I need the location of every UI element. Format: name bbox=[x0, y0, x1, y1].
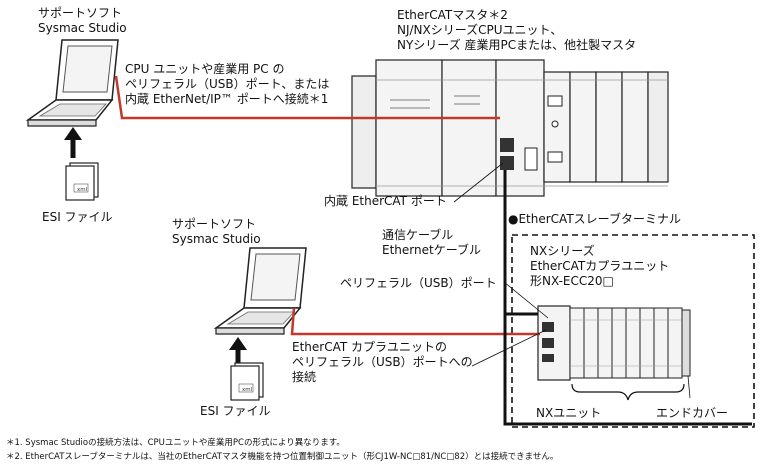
esi-file-icon-top bbox=[65, 162, 99, 201]
footnote-1: ＊1. Sysmac Studioの接続方法は、CPUユニットや産業用PCの形式… bbox=[6, 438, 345, 448]
pc-top-note-line3: 内蔵 EtherNet/IP™ ポートへ接続＊1 bbox=[125, 92, 329, 106]
pc-top-label: サポートソフト Sysmac Studio bbox=[38, 6, 127, 36]
coupler-note-line3: 接続 bbox=[292, 370, 317, 384]
pc-top-line2: Sysmac Studio bbox=[38, 21, 127, 35]
cable-label: 通信ケーブル Ethernetケーブル bbox=[382, 228, 481, 258]
coupler-line3: 形NX-ECC20□ bbox=[530, 274, 614, 288]
laptop-top bbox=[25, 39, 119, 127]
ethercat-cable-extension bbox=[503, 314, 752, 426]
slave-terminal-title: ●EtherCATスレーブターミナル bbox=[508, 212, 681, 226]
master-line1: EtherCATマスタ＊2 bbox=[397, 8, 508, 22]
usb-cable-top bbox=[114, 75, 500, 120]
xml-label-top: xml bbox=[77, 187, 88, 193]
cable-line2: Ethernetケーブル bbox=[382, 243, 481, 257]
coupler-label: NXシリーズ EtherCATカプラユニット 形NX-ECC20□ bbox=[530, 244, 669, 289]
leader-peripheral-port bbox=[503, 281, 549, 319]
leader-builtin-port bbox=[453, 162, 504, 203]
nx-unit-label: NXユニット bbox=[536, 406, 602, 420]
esi-file-label-top: ESI ファイル bbox=[42, 210, 113, 224]
master-controller-rack bbox=[351, 59, 669, 197]
pc-top-note-line1: CPU ユニットや産業用 PC の bbox=[125, 62, 285, 76]
leader-end-cover bbox=[687, 375, 691, 399]
pc-top-note-line2: ペリフェラル（USB）ポート、または bbox=[125, 77, 330, 91]
coupler-connection-note: EtherCAT カプラユニットの ペリフェラル（USB）ポートへの 接続 bbox=[292, 340, 473, 385]
usb-cable-bottom bbox=[290, 307, 540, 336]
coupler-line1: NXシリーズ bbox=[530, 244, 595, 258]
nx-unit-brace bbox=[571, 383, 685, 401]
coupler-note-line2: ペリフェラル（USB）ポートへの bbox=[292, 355, 473, 369]
peripheral-port-label: ペリフェラル（USB）ポート bbox=[340, 276, 497, 290]
pc-bottom-label: サポートソフト Sysmac Studio bbox=[172, 217, 261, 247]
slave-terminal-boundary bbox=[511, 234, 755, 428]
esi-file-icon-bottom bbox=[230, 362, 264, 401]
coupler-line2: EtherCATカプラユニット bbox=[530, 259, 670, 273]
coupler-note-line1: EtherCAT カプラユニットの bbox=[292, 340, 448, 354]
master-line3: NYシリーズ 産業用PCまたは、他社製マスタ bbox=[397, 38, 637, 52]
end-cover-label: エンドカバー bbox=[656, 406, 729, 420]
pc-bottom-line1: サポートソフト bbox=[172, 217, 257, 231]
pc-top-line1: サポートソフト bbox=[38, 6, 123, 20]
laptop-bottom bbox=[213, 247, 307, 335]
pc-top-connection-note: CPU ユニットや産業用 PC の ペリフェラル（USB）ポート、または 内蔵 … bbox=[125, 62, 329, 107]
esi-file-label-bottom: ESI ファイル bbox=[200, 404, 271, 418]
builtin-port-label: 内蔵 EtherCAT ポート bbox=[324, 194, 447, 208]
leader-coupler-note bbox=[471, 329, 547, 367]
master-line2: NJ/NXシリーズCPUユニット、 bbox=[397, 23, 563, 37]
xml-label-bottom: xml bbox=[242, 387, 253, 393]
footnote-2: ＊2. EtherCATスレーブターミナルは、当社のEtherCATマスタ機能を… bbox=[6, 452, 559, 462]
pc-bottom-line2: Sysmac Studio bbox=[172, 232, 261, 246]
cable-line1: 通信ケーブル bbox=[382, 228, 454, 242]
master-label: EtherCATマスタ＊2 NJ/NXシリーズCPUユニット、 NYシリーズ 産… bbox=[397, 8, 636, 53]
slave-terminal-units bbox=[537, 305, 691, 381]
